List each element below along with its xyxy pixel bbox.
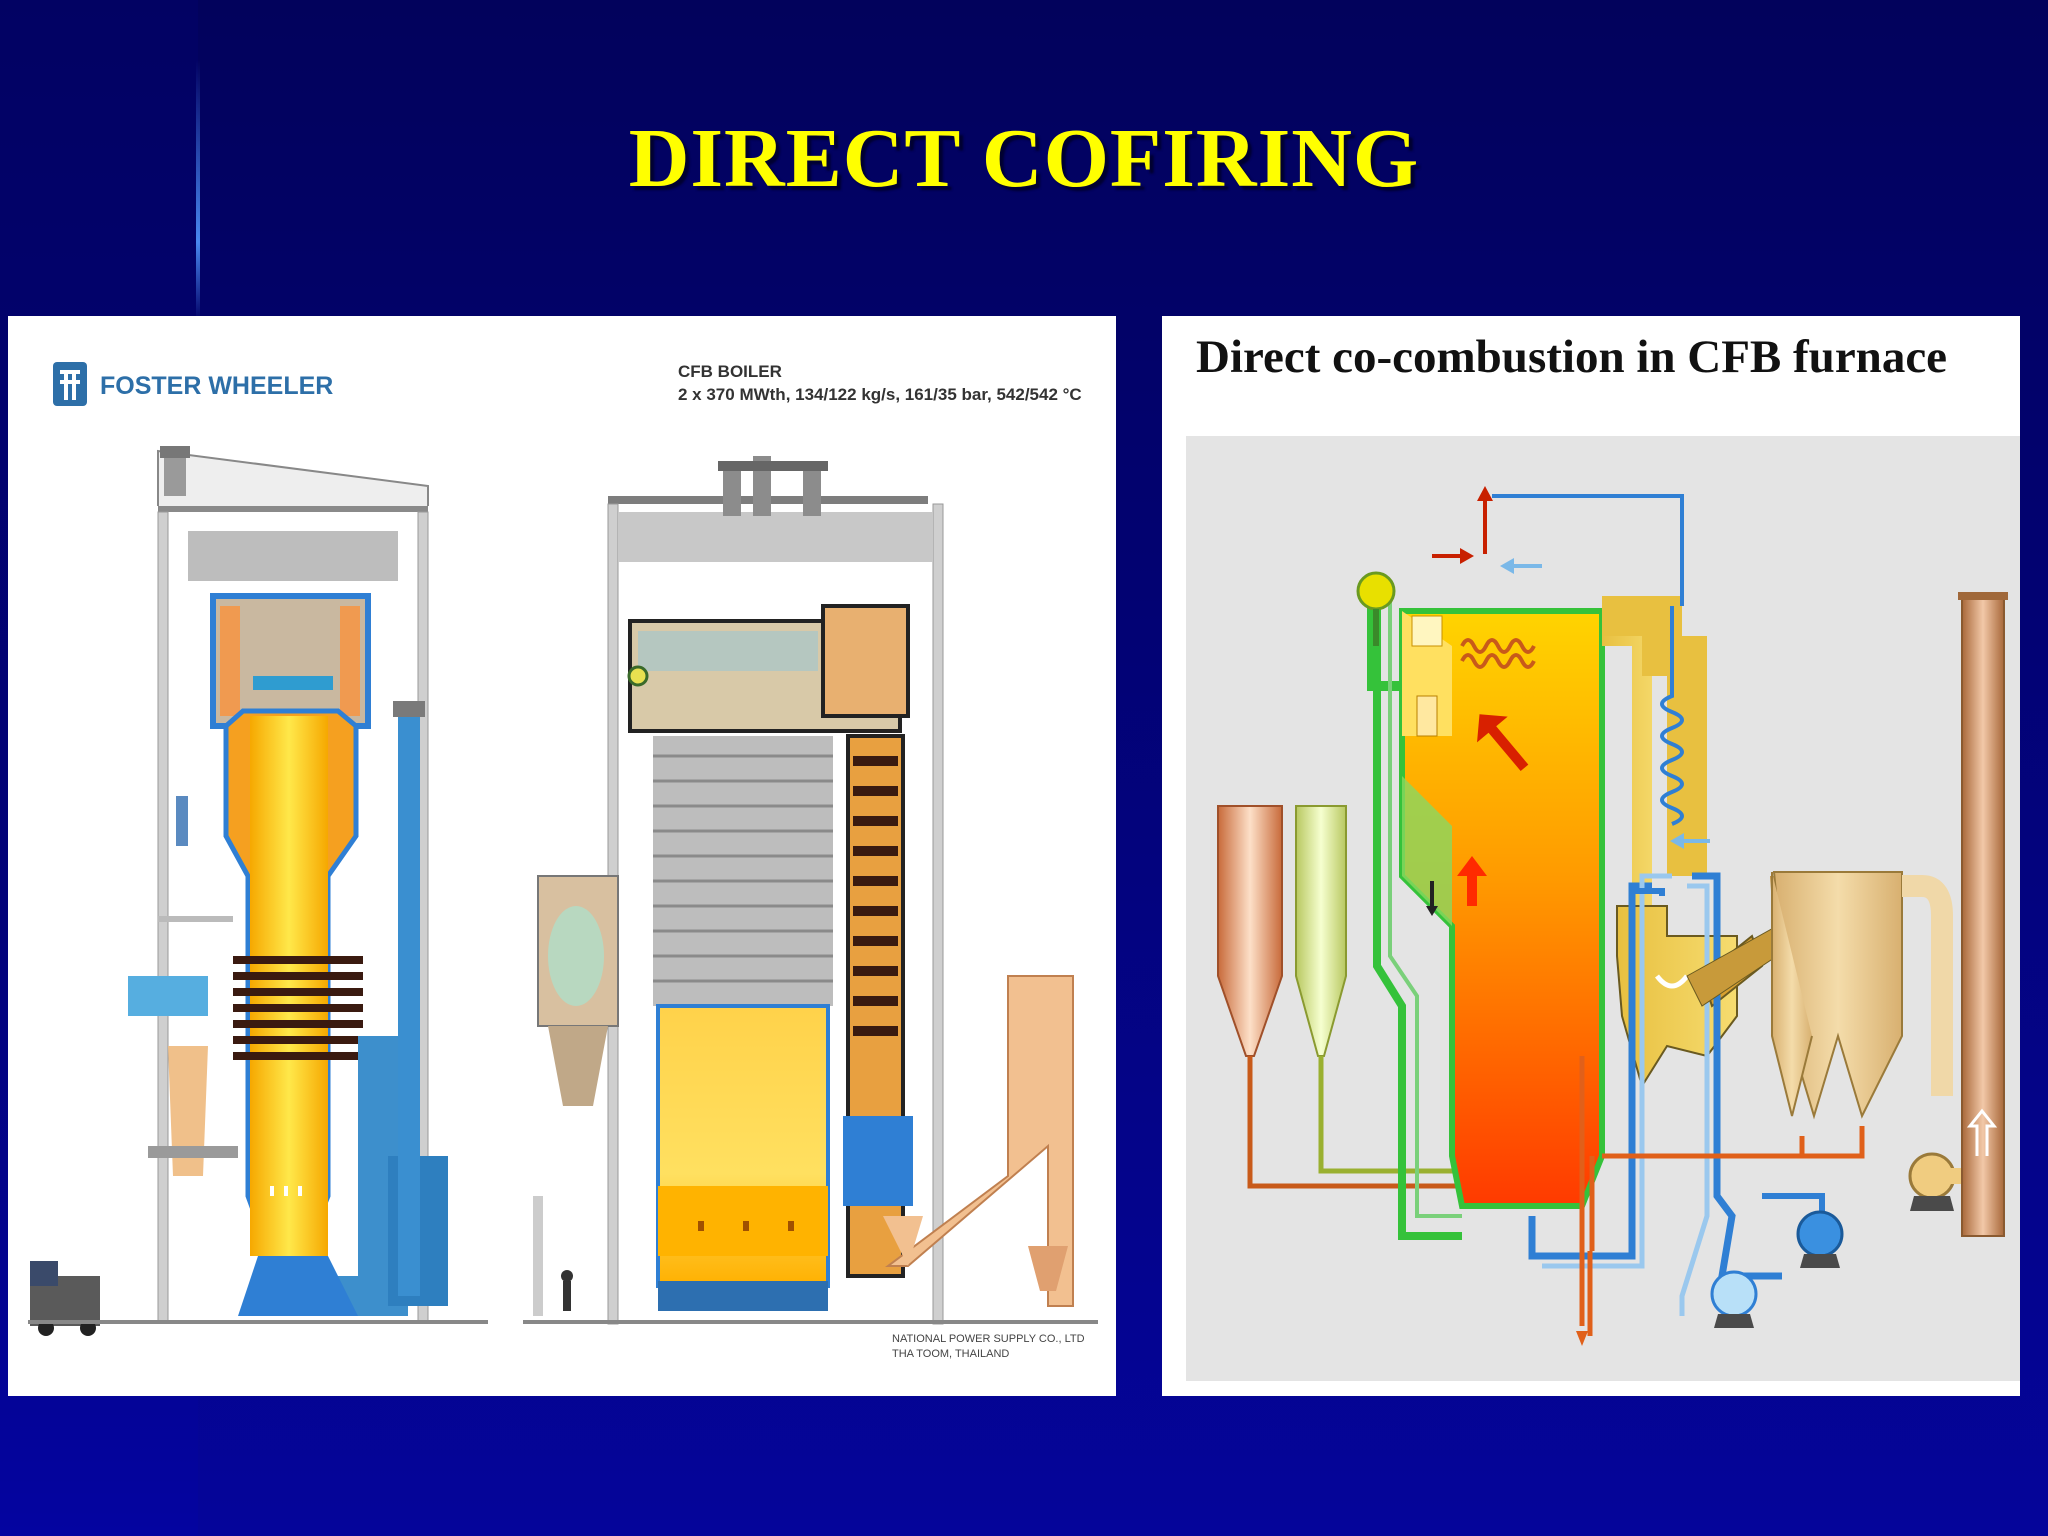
superheater-coil <box>1492 494 1684 826</box>
bag-filter <box>1686 871 1953 1120</box>
co-combustion-diagram: Direct co-combustion in CFB furnace <box>1162 316 2020 1396</box>
background-glow-line <box>196 60 200 320</box>
primary-air-fan-icon <box>1710 1270 1758 1328</box>
image-credit-line1: NATIONAL POWER SUPPLY CO., LTD <box>892 1333 1085 1345</box>
chimney-stack <box>1958 592 2008 1237</box>
image-credit: NATIONAL POWER SUPPLY CO., LTD THA TOOM,… <box>892 1332 1085 1362</box>
foster-wheeler-logo-text: FOSTER WHEELER <box>100 372 334 400</box>
boiler-spec-line1: CFB BOILER <box>678 362 782 381</box>
secondary-air-fan-icon <box>1796 1210 1844 1268</box>
boiler-cross-section-drawing <box>28 362 1098 1336</box>
fuel-silo-1 <box>1217 805 1462 1189</box>
cfb-furnace-schematic <box>1186 436 2020 1381</box>
foster-wheeler-logo-icon <box>53 362 87 406</box>
boiler-spec-label: CFB BOILER 2 x 370 MWth, 134/122 kg/s, 1… <box>678 360 1082 406</box>
slide-title: DIRECT COFIRING <box>628 112 1420 205</box>
boiler-spec-line2: 2 x 370 MWth, 134/122 kg/s, 161/35 bar, … <box>678 385 1082 404</box>
diagram-title: Direct co-combustion in CFB furnace <box>1196 331 1948 383</box>
gas-flow-curve-icon <box>1477 714 1529 772</box>
orange-return-lines <box>1579 1056 1865 1336</box>
image-credit-line2: THA TOOM, THAILAND <box>892 1348 1010 1360</box>
induced-draft-fan-icon <box>1908 1152 1982 1211</box>
left-boiler-structure <box>28 446 488 1336</box>
right-boiler-structure <box>523 456 1098 1325</box>
stack-exhaust-arrow-icon <box>1966 1108 1998 1156</box>
cfb-boiler-illustration: FOSTER WHEELER CFB BOILER 2 x 370 MWth, … <box>8 316 1116 1396</box>
gas-flow-up-icon <box>1457 856 1487 906</box>
cfb-furnace <box>1399 486 1605 1209</box>
